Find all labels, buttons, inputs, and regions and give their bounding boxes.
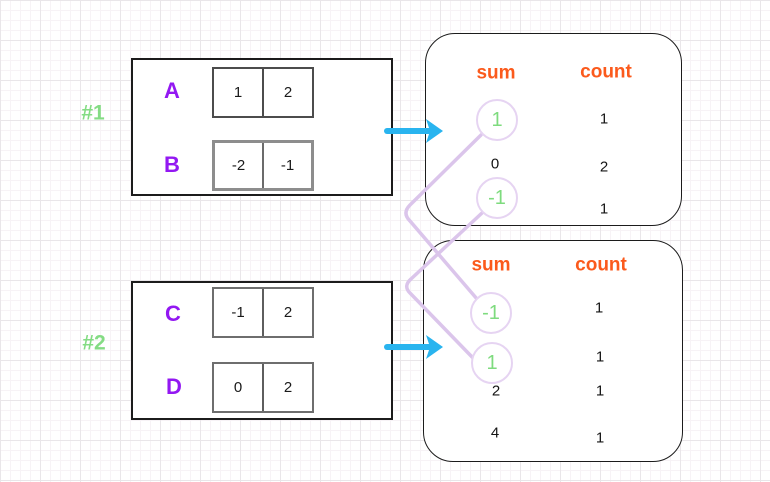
sum-value: -1 — [488, 186, 506, 209]
count-value: 1 — [595, 348, 605, 366]
count-value: 1 — [595, 429, 605, 447]
example-2-count-header: count — [575, 254, 627, 276]
highlighted-sum-circle: -1 — [476, 177, 518, 219]
array-b-cell-0: -2 — [231, 157, 246, 174]
array-d-cell-0: 0 — [233, 379, 243, 396]
example-2-label: #2 — [82, 331, 106, 355]
highlighted-sum-circle: 1 — [476, 99, 518, 141]
array-d-name: D — [166, 374, 182, 399]
array-a-cell-0: 1 — [233, 84, 243, 101]
array-a-cells: 1 2 — [212, 67, 314, 118]
array-b-cell-1: -1 — [262, 143, 311, 188]
array-c-cell-1: 2 — [262, 289, 312, 336]
count-value: 2 — [599, 158, 609, 176]
array-b-name: B — [164, 152, 180, 177]
count-value: 1 — [595, 382, 605, 400]
example-1-sum-header: sum — [476, 62, 516, 84]
sum-value: 4 — [490, 424, 500, 442]
array-c-name: C — [165, 301, 181, 326]
example-2-sum-table-box — [423, 240, 683, 462]
sum-value: 0 — [490, 155, 500, 173]
sum-value: 1 — [491, 108, 503, 131]
array-d-cell-1: 2 — [262, 364, 312, 411]
array-c-cell-0: -1 — [231, 304, 245, 321]
sum-value: 1 — [486, 351, 498, 374]
count-value: 1 — [599, 200, 609, 218]
example-1-count-header: count — [580, 61, 632, 83]
example-1-sum-table-box — [425, 33, 682, 226]
array-c-cells: -1 2 — [212, 287, 314, 338]
sum-value: 2 — [491, 382, 501, 400]
example-2-sum-header: sum — [471, 254, 511, 276]
example-1-label: #1 — [81, 101, 105, 125]
array-a-name: A — [164, 78, 180, 103]
highlighted-sum-circle: -1 — [470, 292, 512, 334]
array-b-cells: -2 -1 — [212, 140, 314, 191]
array-d-cells: 0 2 — [212, 362, 314, 413]
array-a-cell-1: 2 — [262, 69, 312, 116]
sum-value: -1 — [482, 301, 500, 324]
count-value: 1 — [594, 299, 604, 317]
highlighted-sum-circle: 1 — [471, 342, 513, 384]
count-value: 1 — [599, 110, 609, 128]
